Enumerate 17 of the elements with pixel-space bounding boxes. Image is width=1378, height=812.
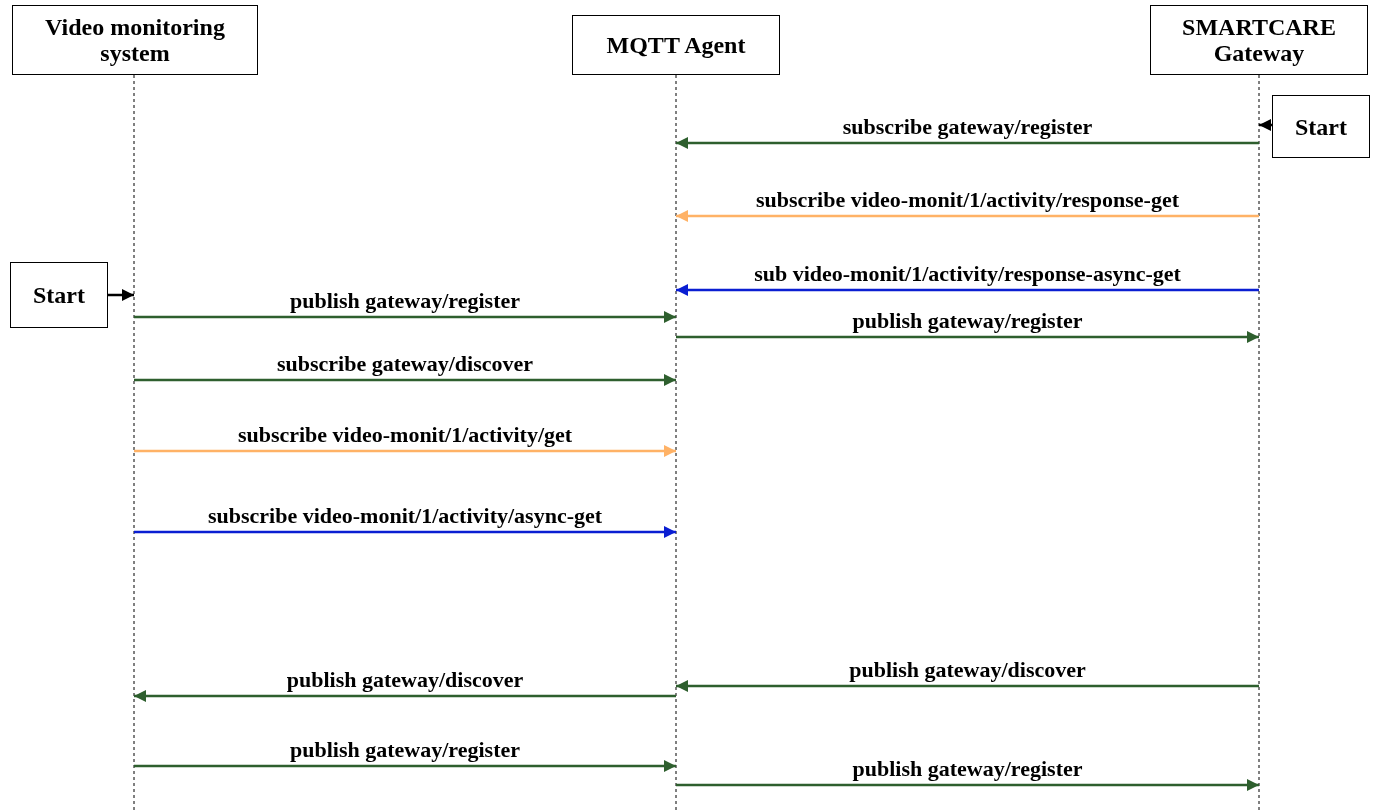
arrow [134,311,676,323]
arrow [676,210,1259,222]
participant-box: MQTT Agent [572,15,780,75]
arrow [676,779,1259,791]
arrow [134,374,676,386]
arrow [134,526,676,538]
arrow [676,680,1259,692]
arrow [134,445,676,457]
arrow [676,331,1259,343]
participant-box: Video monitoring system [12,5,258,75]
arrow [108,289,134,301]
arrow [1259,119,1272,131]
arrow [134,690,676,702]
arrow [676,137,1259,149]
arrow [676,284,1259,296]
arrow [134,760,676,772]
participant-box: SMARTCARE Gateway [1150,5,1368,75]
